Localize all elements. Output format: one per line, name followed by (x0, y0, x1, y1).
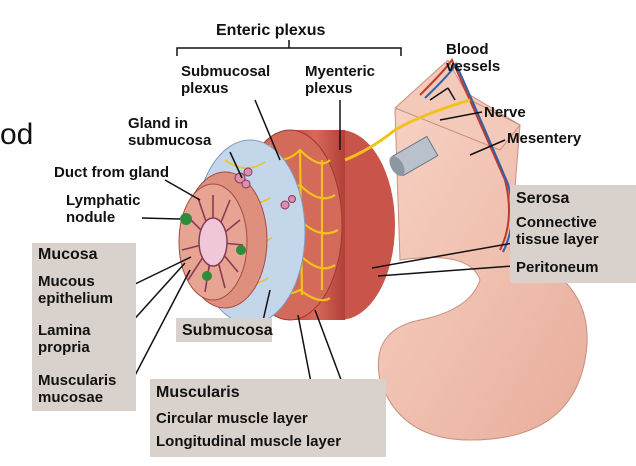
lymphatic-nodule-label: Lymphatic nodule (66, 192, 141, 226)
duct-from-gland-label: Duct from gland (54, 164, 169, 181)
vessel-stub (389, 135, 439, 177)
mucous-epithelium-label: Mucous epithelium (38, 273, 114, 307)
submucosal-plexus-label: Submucosal plexus (181, 63, 271, 97)
lymphatic-nodule-1 (180, 213, 192, 225)
submucosa-heading: Submucosa (182, 322, 273, 339)
gland-in-submucosa-label: Gland in submucosa (128, 115, 212, 149)
lamina-propria-label: Lamina propria (38, 322, 91, 356)
peritoneum-label: Peritoneum (516, 259, 599, 276)
serosa-box (510, 185, 636, 283)
nerve-fiber (344, 98, 471, 162)
blood-vessels-label: Blood vessels (446, 41, 501, 75)
mesentery-label: Mesentery (507, 130, 582, 147)
submucosa-box (176, 318, 272, 342)
connective-tissue-label: Connective tissue layer (516, 214, 599, 248)
mucosa-heading: Mucosa (38, 246, 98, 263)
circular-muscle-label: Circular muscle layer (156, 410, 308, 427)
muscularis-heading: Muscularis (156, 384, 240, 401)
leader-lines (119, 87, 514, 421)
blood-vessel-red (419, 57, 510, 251)
nerve-label: Nerve (484, 104, 526, 121)
enteric-plexus-label: Enteric plexus (216, 22, 326, 39)
longitudinal-muscle-label: Longitudinal muscle layer (156, 433, 342, 450)
lymphatic-nodule-2 (236, 245, 246, 255)
muscularis-box (150, 379, 386, 457)
enteric-plexus-bracket (176, 40, 402, 56)
muscularis-mucosae-label: Muscularis mucosae (38, 372, 117, 406)
mucosa-box (32, 243, 136, 411)
myenteric-plexus-label: Myenteric plexus (305, 63, 376, 97)
serosa-heading: Serosa (516, 190, 570, 207)
lumen (198, 217, 228, 267)
submucosal-gland (234, 167, 296, 210)
cut-off-text: od (0, 118, 34, 151)
lymphatic-nodule-3 (202, 271, 212, 281)
